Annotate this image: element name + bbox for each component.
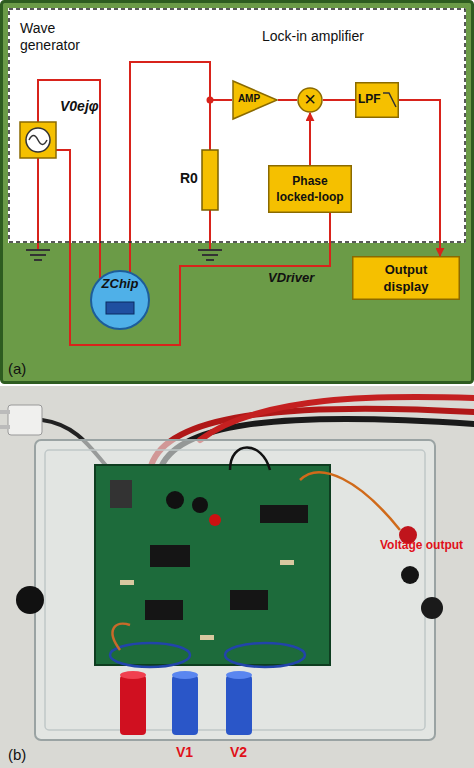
power-plug [0,405,42,435]
pll-box-outline [269,166,352,213]
lead-wire [110,624,305,667]
binding-post [172,671,198,679]
lead-wire [110,643,190,667]
node-label: ZChip [95,276,145,292]
mixer-circle: × [297,87,323,113]
circuit-board [192,497,208,513]
acrylic-case [35,440,435,740]
terminal-label: V2 [230,744,260,761]
chip-circle-outline [91,271,149,329]
front-knob [16,586,44,614]
circuit-board [200,635,214,640]
circuit-board [95,448,400,666]
signal-name: VDriver [268,270,338,286]
amplifier-triangle: AMP [232,80,278,120]
pll-box: Phase locked-loop [268,165,352,213]
panel-label: (a) [8,360,38,378]
power-cable [200,397,474,440]
acrylic-case [35,440,435,740]
node-label: Lock-in amplifier [262,28,442,45]
power-plug [8,405,42,435]
photo-background [0,386,474,768]
panel-label: (b) [8,746,38,764]
ground-symbol [26,250,222,260]
panel-a-background [2,2,473,383]
lead-wire [113,624,130,650]
power-plug [0,425,10,429]
output-terminal [421,597,443,619]
instrument-label: Wave generator [20,20,110,54]
node-label: Output display [376,261,436,295]
wave-generator-symbol [26,128,50,152]
binding-post [172,675,198,735]
circuit-board [300,472,400,530]
binding-post [120,671,252,735]
circuit-wire [37,158,39,250]
filter-box: LPF [355,82,399,118]
node-label: × [297,86,323,112]
binding-post [226,675,252,735]
circuit-board [95,465,330,665]
panel-a-background [8,8,466,243]
wave-generator-symbol [29,136,47,145]
junction-dot [207,97,214,104]
circuit-board [230,590,268,610]
binding-post [120,671,146,679]
photo-background [0,386,474,768]
chip-circle: ZChip [90,270,150,330]
front-knob [16,586,44,614]
resistor-symbol [202,150,218,210]
filter-box-outline [383,93,396,107]
resistor-symbol [202,150,218,210]
node-label: LPF [358,92,384,106]
signal-wire [309,113,311,165]
output-terminal [401,566,419,584]
ground-symbol [26,250,50,260]
binding-post [120,675,146,735]
instrument-boundary-outline [9,9,465,242]
terminal-label: Voltage output [380,538,472,552]
node-label: Phase locked-loop [270,173,350,205]
circuit-board [166,491,184,509]
circuit-board [209,514,221,526]
signal-wire [278,99,297,101]
wave-generator-symbol [20,122,56,158]
display-box-outline [353,257,460,300]
circuit-board [230,448,270,471]
circuit-board [120,580,134,585]
node-label: AMP [233,93,265,105]
circuit-board [110,480,132,508]
chip-circle-outline [106,302,134,314]
binding-post [226,671,252,679]
lead-wire [225,643,305,667]
circuit-board [145,600,183,620]
signal-wire [323,99,355,101]
resistor-label: R0 [180,170,202,187]
signal-wire [399,100,440,256]
ground-symbol [198,250,222,260]
junction-dot [207,97,214,104]
circuit-board [150,545,190,567]
terminal-label: V1 [176,744,206,761]
wave-generator-symbol [20,122,56,158]
circuit-wire [130,62,232,272]
source-voltage: V0ejφ [60,98,120,115]
circuit-board [260,505,308,523]
filter-box-outline [356,83,399,118]
pll-box-outline [268,165,352,213]
panel-a-background [2,2,473,383]
circuit-board [280,560,294,565]
amplifier-triangle-outline [233,81,277,119]
power-plug [0,410,10,414]
display-box: Output display [352,256,460,300]
